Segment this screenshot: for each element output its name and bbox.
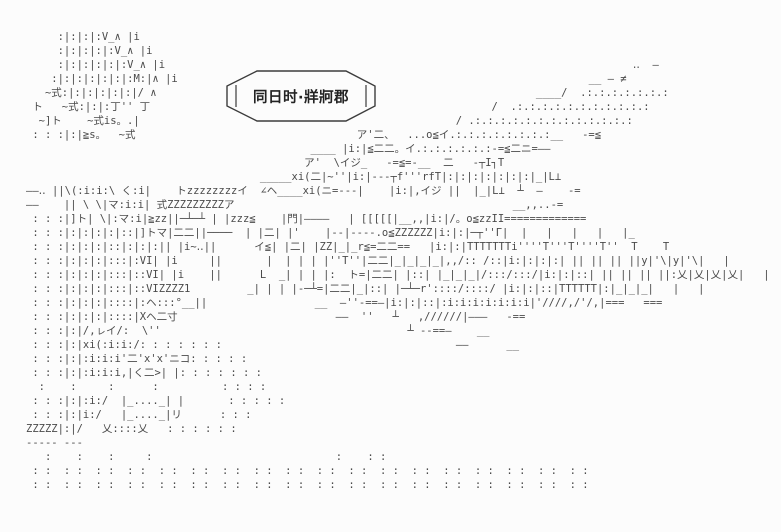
scene-location-bubble: 同日时·牂牁郡 — [225, 69, 377, 123]
ascii-art-landscape: :|:|:|:V_∧ |i :|:|:|:|:V_∧ |i :|:|:|:|:|… — [26, 31, 770, 491]
scene-location-label: 同日时·牂牁郡 — [252, 89, 349, 106]
bubble-octagon-outline — [226, 70, 376, 122]
